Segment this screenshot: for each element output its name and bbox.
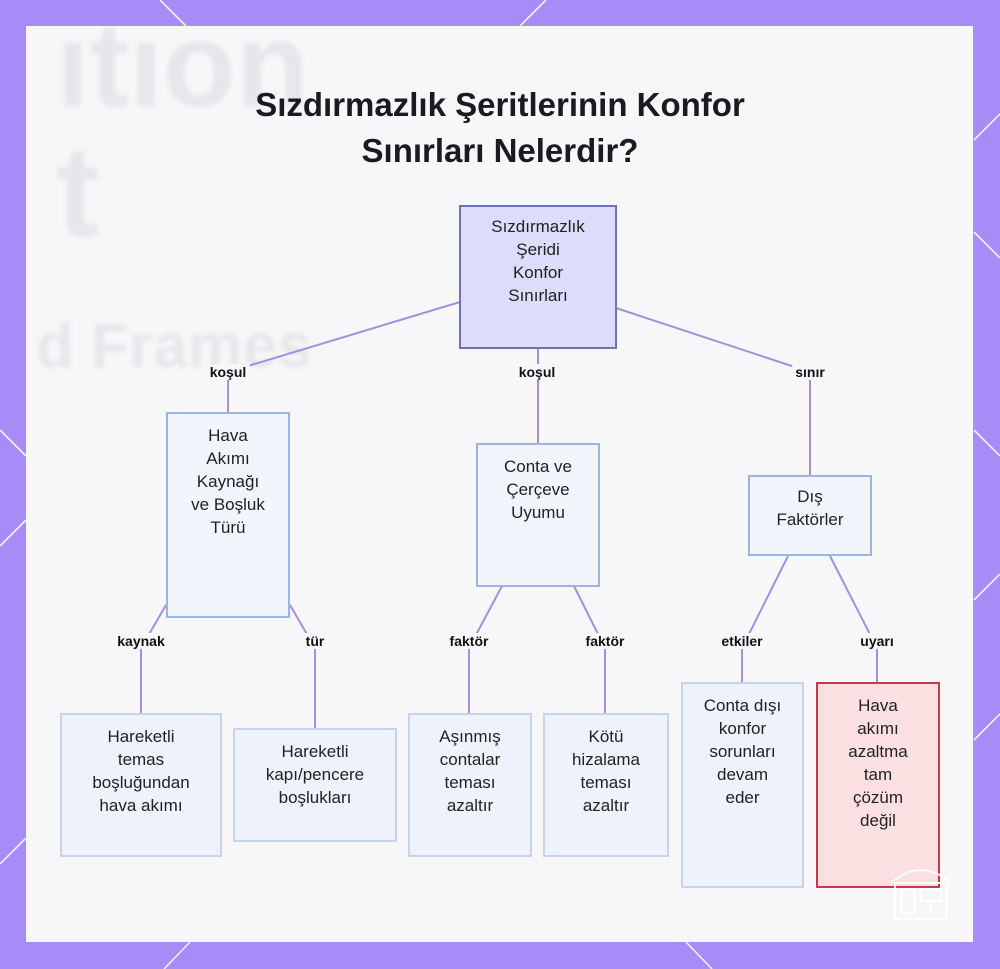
- title-line-2: Sınırları Nelerdir?: [361, 132, 639, 169]
- node-external-factors: Dış Faktörler: [748, 475, 872, 556]
- node-moving-gap-airflow: Hareketli temas boşluğundan hava akımı: [60, 713, 222, 857]
- node-outside-comfort-issues: Conta dışı konfor sorunları devam eder: [681, 682, 804, 888]
- title-line-1: Sızdırmazlık Şeritlerinin Konfor: [255, 86, 745, 123]
- edge-external-outside: [741, 555, 789, 683]
- edge-label-fit-worn: faktör: [446, 633, 492, 649]
- page-title: Sızdırmazlık Şeritlerinin Konfor Sınırla…: [0, 82, 1000, 174]
- background-watermark: d Frames: [36, 312, 312, 381]
- edge-label-root-airflow: koşul: [206, 364, 250, 380]
- edge-label-airflow-door: tür: [302, 633, 328, 649]
- edge-airflow-moving: [140, 604, 167, 714]
- edge-airflow-door: [289, 604, 316, 729]
- edge-root-airflow: [227, 301, 461, 413]
- node-door-window-gaps: Hareketli kapı/pencere boşlukları: [233, 728, 397, 842]
- background-watermark: t: [56, 118, 100, 264]
- node-airflow-source: Hava Akımı Kaynağı ve Boşluk Türü: [166, 412, 290, 618]
- building-icon: [890, 869, 952, 920]
- edge-label-root-fit: koşul: [515, 364, 559, 380]
- edge-external-notfull: [829, 555, 878, 683]
- edge-label-root-external: sınır: [792, 364, 828, 380]
- node-root: Sızdırmazlık Şeridi Konfor Sınırları: [459, 205, 617, 349]
- edge-label-fit-misalign: faktör: [582, 633, 628, 649]
- node-seal-frame-fit: Conta ve Çerçeve Uyumu: [476, 443, 600, 587]
- node-worn-seals: Aşınmış contalar teması azaltır: [408, 713, 532, 857]
- edge-fit-worn: [468, 585, 503, 714]
- edge-fit-misalign: [573, 585, 606, 714]
- edge-root-external: [615, 307, 811, 476]
- node-not-full-solution: Hava akımı azaltma tam çözüm değil: [816, 682, 940, 888]
- edge-label-external-outside: etkiler: [718, 633, 766, 649]
- edge-label-airflow-moving: kaynak: [114, 633, 168, 649]
- edge-label-external-notfull: uyarı: [857, 633, 897, 649]
- background-watermark: ıtıon: [56, 26, 310, 132]
- node-misalignment: Kötü hizalama teması azaltır: [543, 713, 669, 857]
